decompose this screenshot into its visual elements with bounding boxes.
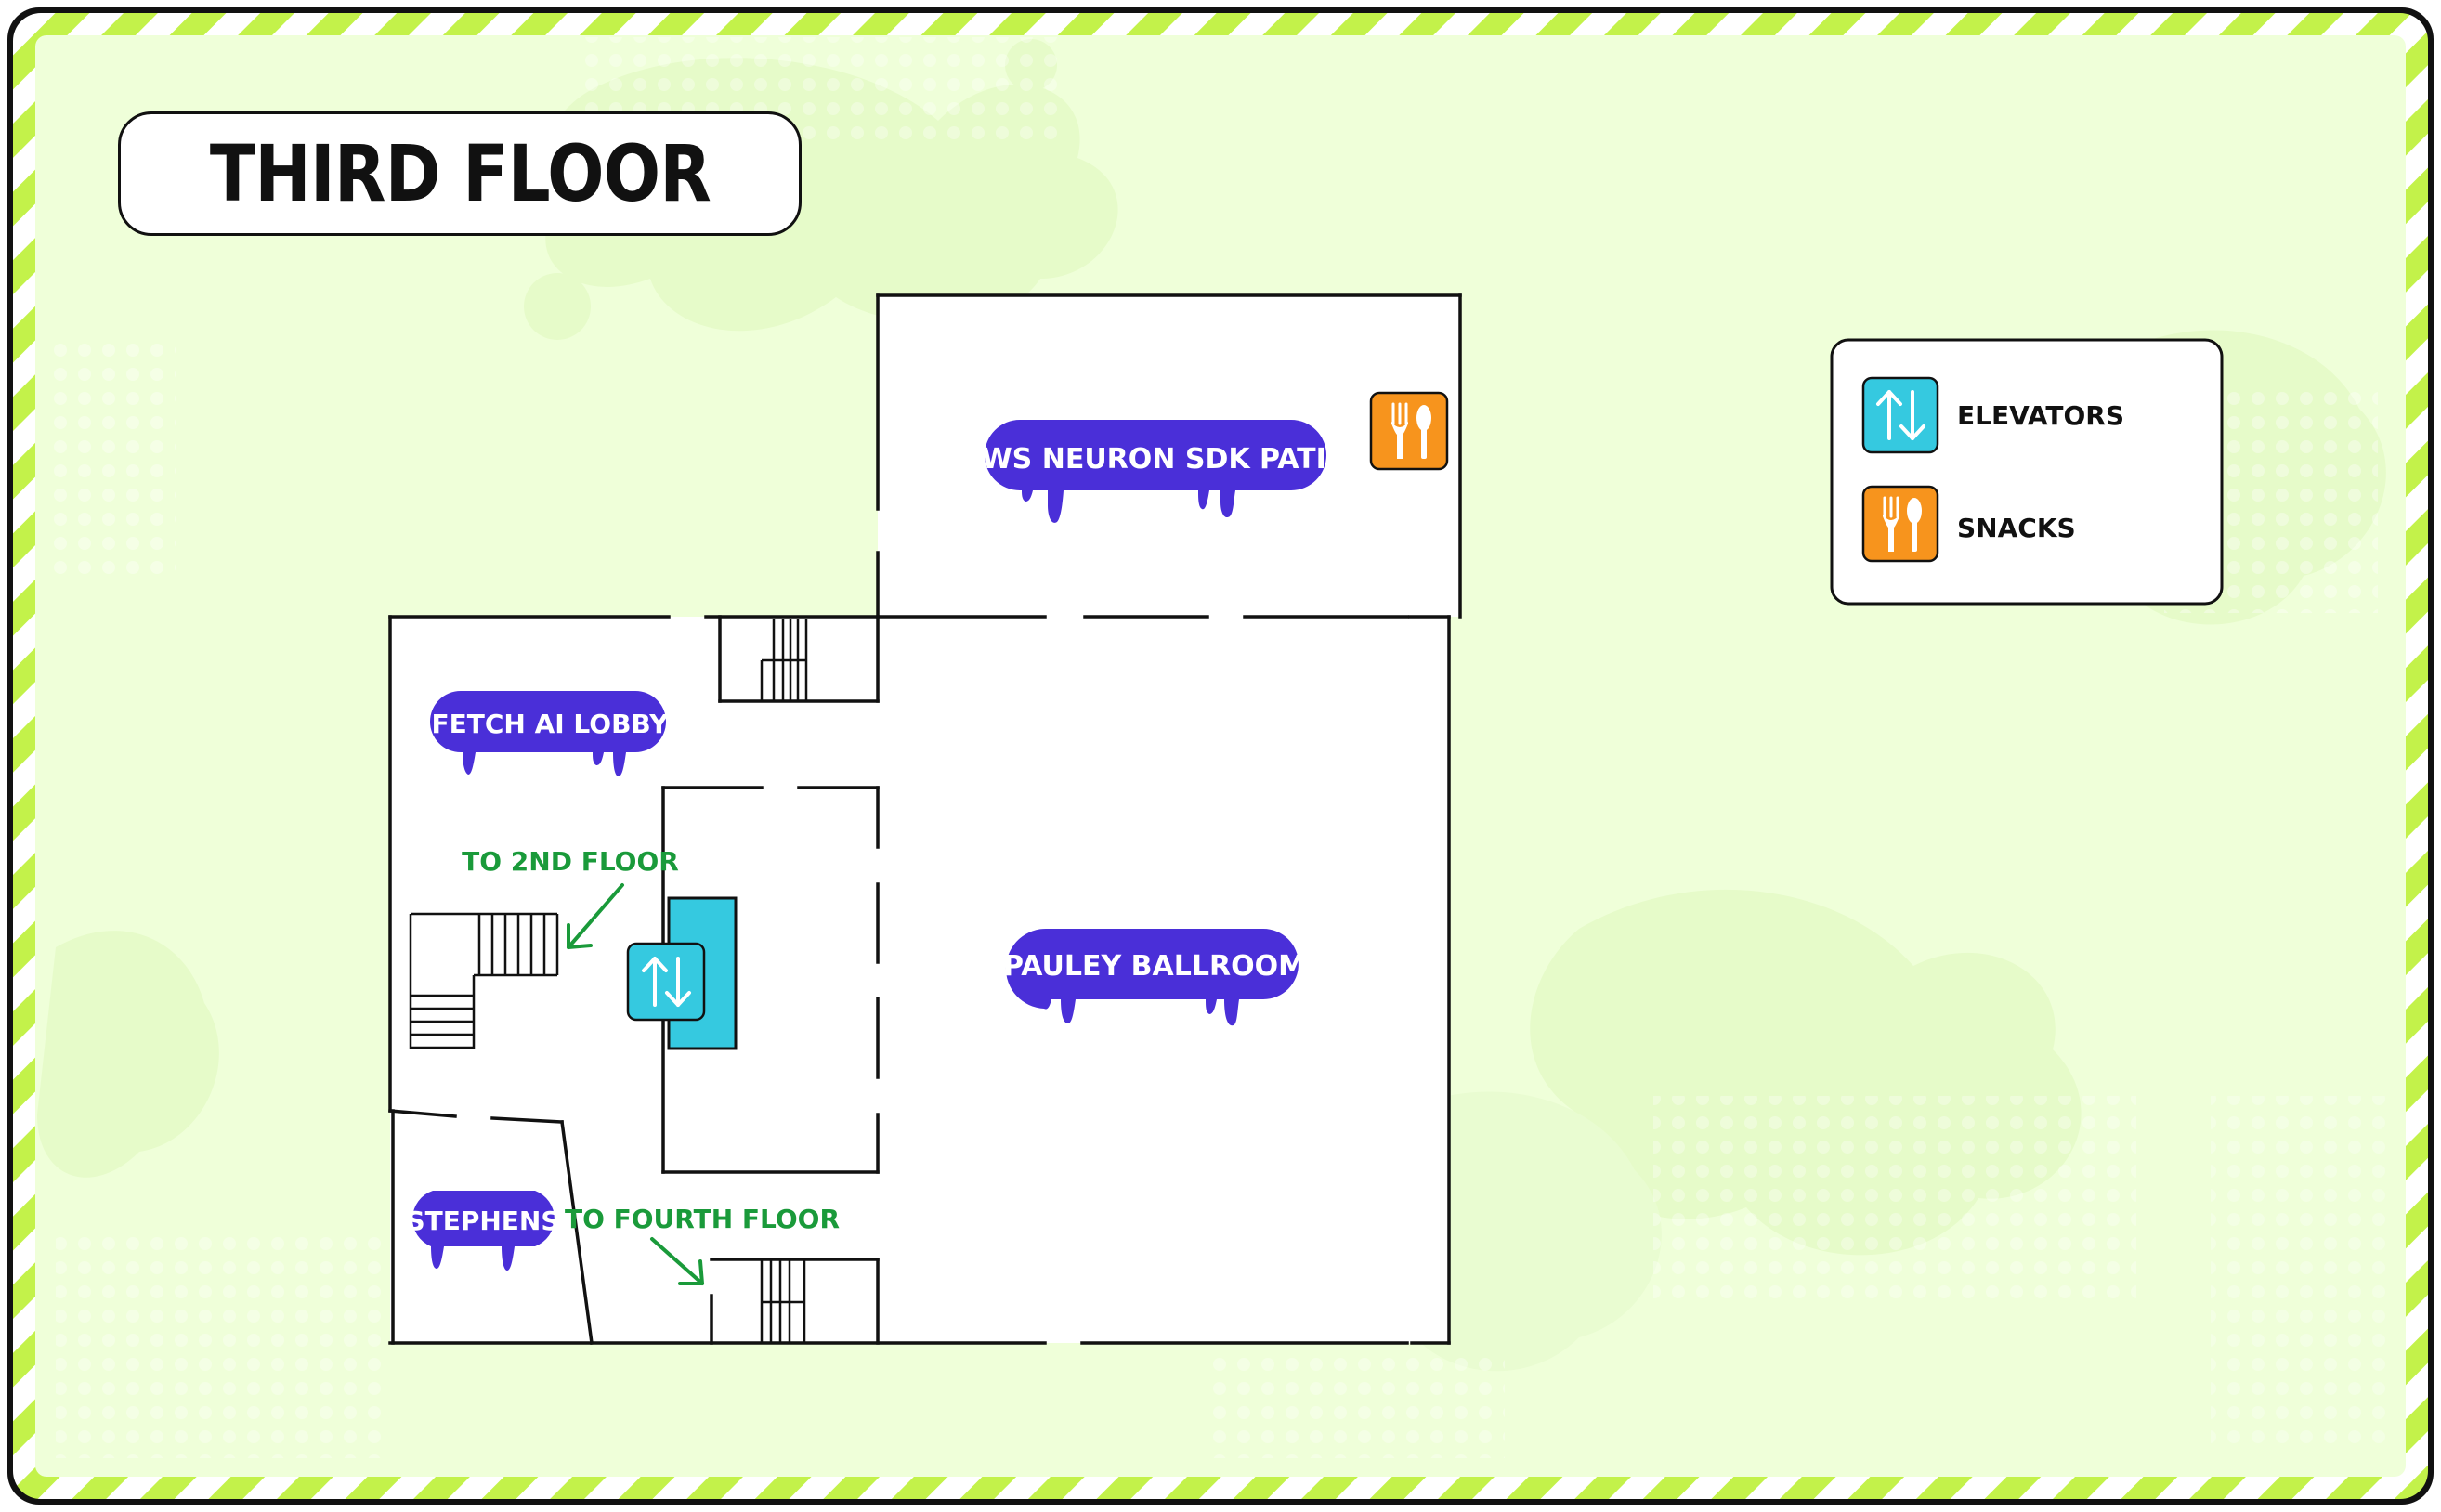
room-pill-stephens[interactable]: STEPHENS (406, 1191, 560, 1271)
room-label-stephens: STEPHENS (406, 1206, 559, 1236)
direction-label-2nd-floor: TO 2ND FLOOR (462, 846, 679, 877)
room-pill-fetch[interactable]: FETCH AI LOBBY (430, 691, 669, 776)
fork-spoon-icon (1861, 485, 1939, 563)
fork-spoon-icon[interactable] (1369, 391, 1449, 471)
arrow-icon (567, 883, 624, 949)
room-pill-aws[interactable]: AWS NEURON SDK PATIO (961, 420, 1351, 523)
stairs-top (760, 619, 808, 701)
legend: ELEVATORS SNACKS (1830, 338, 2224, 606)
elevator-icon[interactable] (626, 942, 706, 1022)
floor-title-box: THIRD FLOOR (118, 111, 802, 236)
elevator-icon (1861, 376, 1939, 454)
arrow-icon (650, 1237, 704, 1285)
legend-label-snacks: SNACKS (1957, 513, 2076, 543)
page-title: THIRD FLOOR (209, 128, 711, 219)
stairs-left (409, 912, 559, 1049)
room-label-fetch: FETCH AI LOBBY (432, 709, 670, 739)
direction-label-4th-floor: TO FOURTH FLOOR (565, 1204, 840, 1234)
legend-label-elevators: ELEVATORS (1957, 400, 2124, 431)
room-label-aws: AWS NEURON SDK PATIO (961, 443, 1351, 476)
stairs-bottom (760, 1259, 806, 1343)
room-pill-pauley[interactable]: PAULEY BALLROOM (1003, 928, 1306, 1026)
room-label-pauley: PAULEY BALLROOM (1003, 950, 1306, 983)
